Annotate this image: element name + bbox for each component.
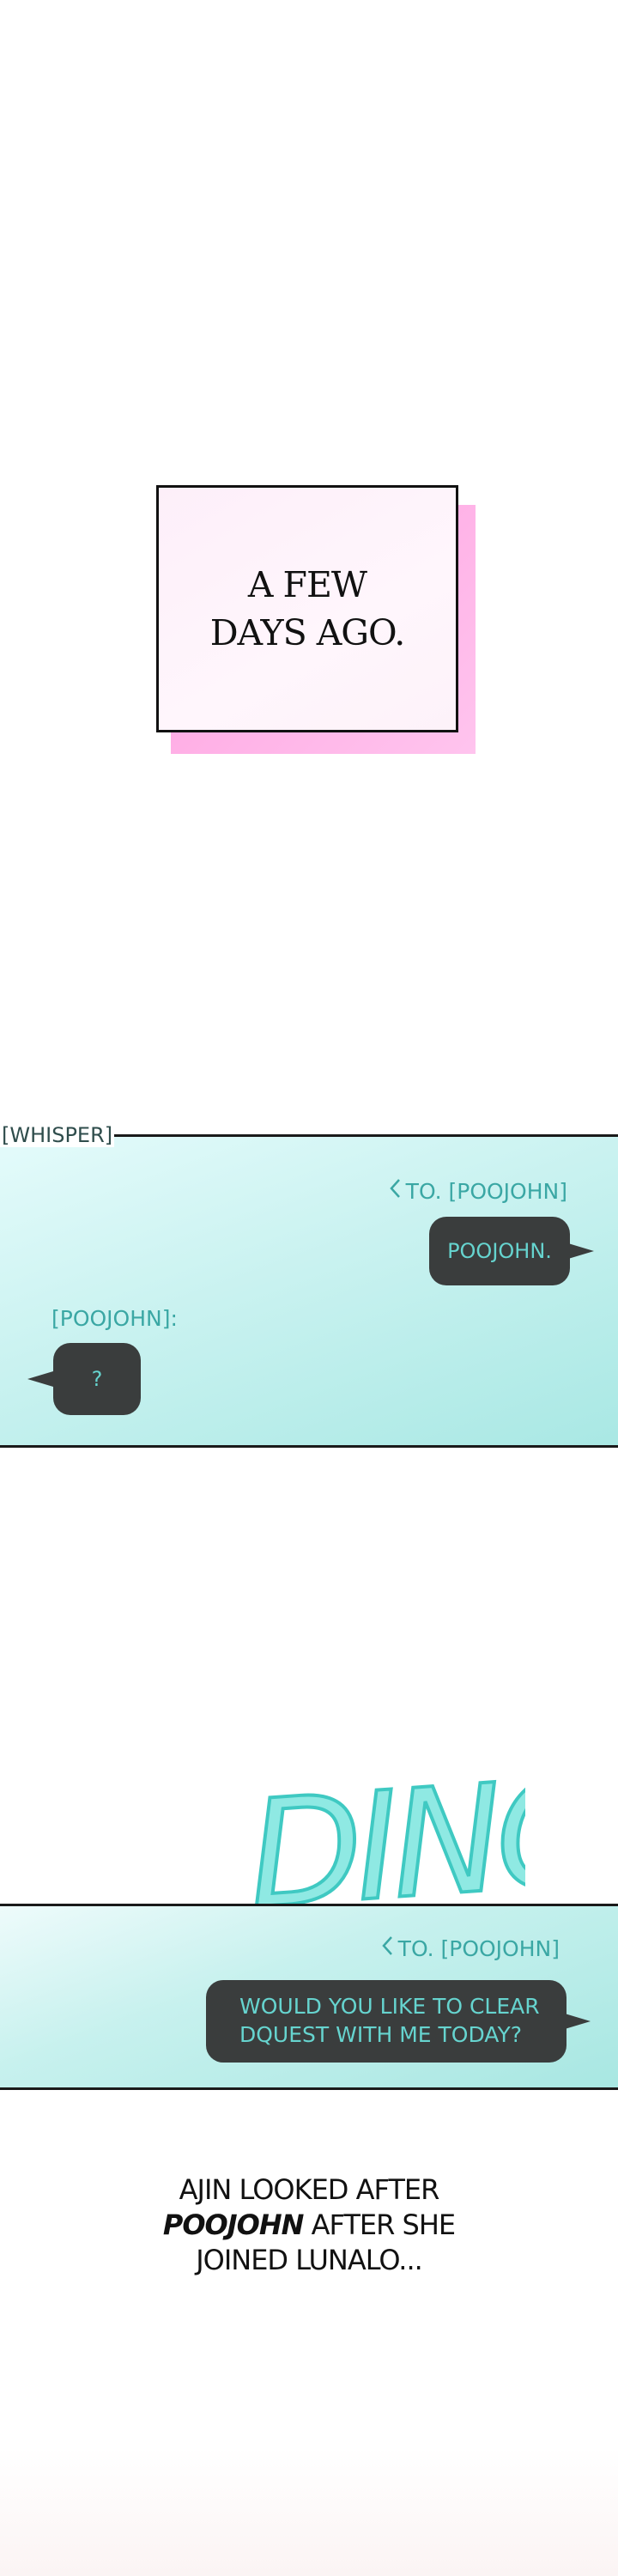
message-panel: TO. [POOJOHN] WOULD YOU LIKE TO CLEAR DQ… (0, 1904, 618, 2090)
whisper-panel: [WHISPER] TO. [POOJOHN] POOJOHN. [POOJOH… (0, 1123, 618, 1448)
chevron-left-icon (389, 1178, 401, 1204)
time-caption: A FEW DAYS AGO. (156, 485, 478, 758)
caption-box: A FEW DAYS AGO. (156, 485, 458, 732)
outgoing-recipient-2: TO. [POOJOHN] (381, 1935, 560, 1961)
narration-line-2: POOJOHN AFTER SHE (94, 2208, 524, 2243)
whisper-label-text: [WHISPER] (2, 1123, 113, 1147)
outgoing-recipient: TO. [POOJOHN] (389, 1178, 567, 1204)
narration-line-1: AJIN LOOKED AFTER (179, 2173, 440, 2206)
ding-sound-effect: DING (242, 1747, 525, 1911)
incoming-message-text: ? (91, 1367, 103, 1391)
incoming-message-bubble: ? (27, 1343, 141, 1415)
outgoing-message-line-1: WOULD YOU LIKE TO CLEAR (239, 1994, 540, 2019)
caption-text: A FEW DAYS AGO. (209, 564, 406, 653)
outgoing-message-text: POOJOHN. (447, 1239, 552, 1263)
ding-text: DING (243, 1747, 525, 1911)
outgoing-recipient-text-2: TO. [POOJOHN] (397, 1935, 560, 1961)
outgoing-message-bubble-2: WOULD YOU LIKE TO CLEAR DQUEST WITH ME T… (206, 1980, 591, 2063)
incoming-sender: [POOJOHN]: (52, 1306, 178, 1331)
whisper-label: [WHISPER] (0, 1123, 115, 1147)
narration-line-2-rest: AFTER SHE (303, 2208, 456, 2241)
narration-emphasis: POOJOHN (162, 2208, 305, 2241)
narration-line-3: JOINED LUNALO... (196, 2244, 423, 2276)
chevron-left-icon (381, 1935, 393, 1961)
outgoing-message-bubble: POOJOHN. (429, 1217, 594, 1285)
outgoing-recipient-text: TO. [POOJOHN] (405, 1178, 567, 1204)
outgoing-message-line-2: DQUEST WITH ME TODAY? (239, 2022, 522, 2047)
narration-text: AJIN LOOKED AFTER POOJOHN AFTER SHE JOIN… (94, 2172, 524, 2278)
